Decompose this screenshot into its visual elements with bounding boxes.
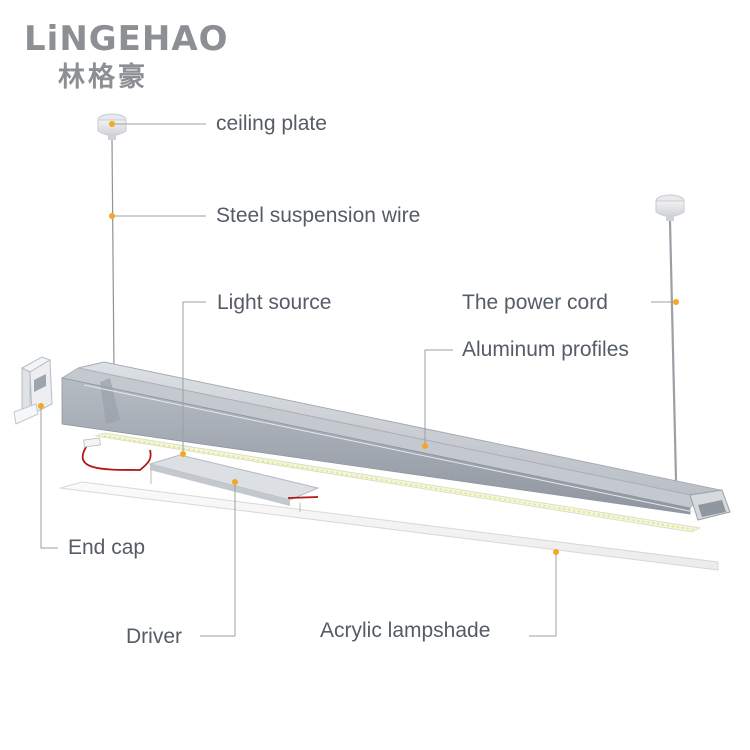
brand-logo-en: LiNGEHAO [24, 19, 229, 59]
end-cap [13, 356, 53, 425]
brand-logo-cn: 林格豪 [58, 62, 148, 93]
marker-ceiling-plate [109, 121, 115, 127]
marker-steel-wire [109, 213, 115, 219]
label-acrylic-lampshade: Acrylic lampshade [320, 619, 491, 642]
marker-driver [232, 479, 238, 485]
label-ceiling-plate: ceiling plate [216, 112, 327, 135]
acrylic-lampshade [59, 481, 719, 571]
marker-acrylic-lampshade [553, 549, 559, 555]
aluminum-profile [60, 361, 731, 521]
driver [148, 454, 320, 512]
marker-dots [38, 121, 679, 555]
red-wire [81, 443, 152, 471]
label-power-cord: The power cord [462, 291, 608, 314]
ceiling-plate-right [655, 194, 685, 221]
marker-power-cord [673, 299, 679, 305]
label-light-source: Light source [217, 291, 332, 314]
label-driver: Driver [126, 625, 182, 648]
label-aluminum-profiles: Aluminum profiles [462, 338, 629, 361]
marker-end-cap [38, 403, 44, 409]
label-steel-suspension-wire: Steel suspension wire [216, 204, 421, 227]
marker-aluminum-profiles [422, 443, 428, 449]
power-cord-wire [668, 220, 678, 481]
label-end-cap: End cap [68, 536, 146, 559]
led-strip [83, 432, 702, 533]
marker-light-source [180, 451, 186, 457]
leader-lines [40, 123, 676, 637]
suspension-wire-left [111, 139, 115, 373]
